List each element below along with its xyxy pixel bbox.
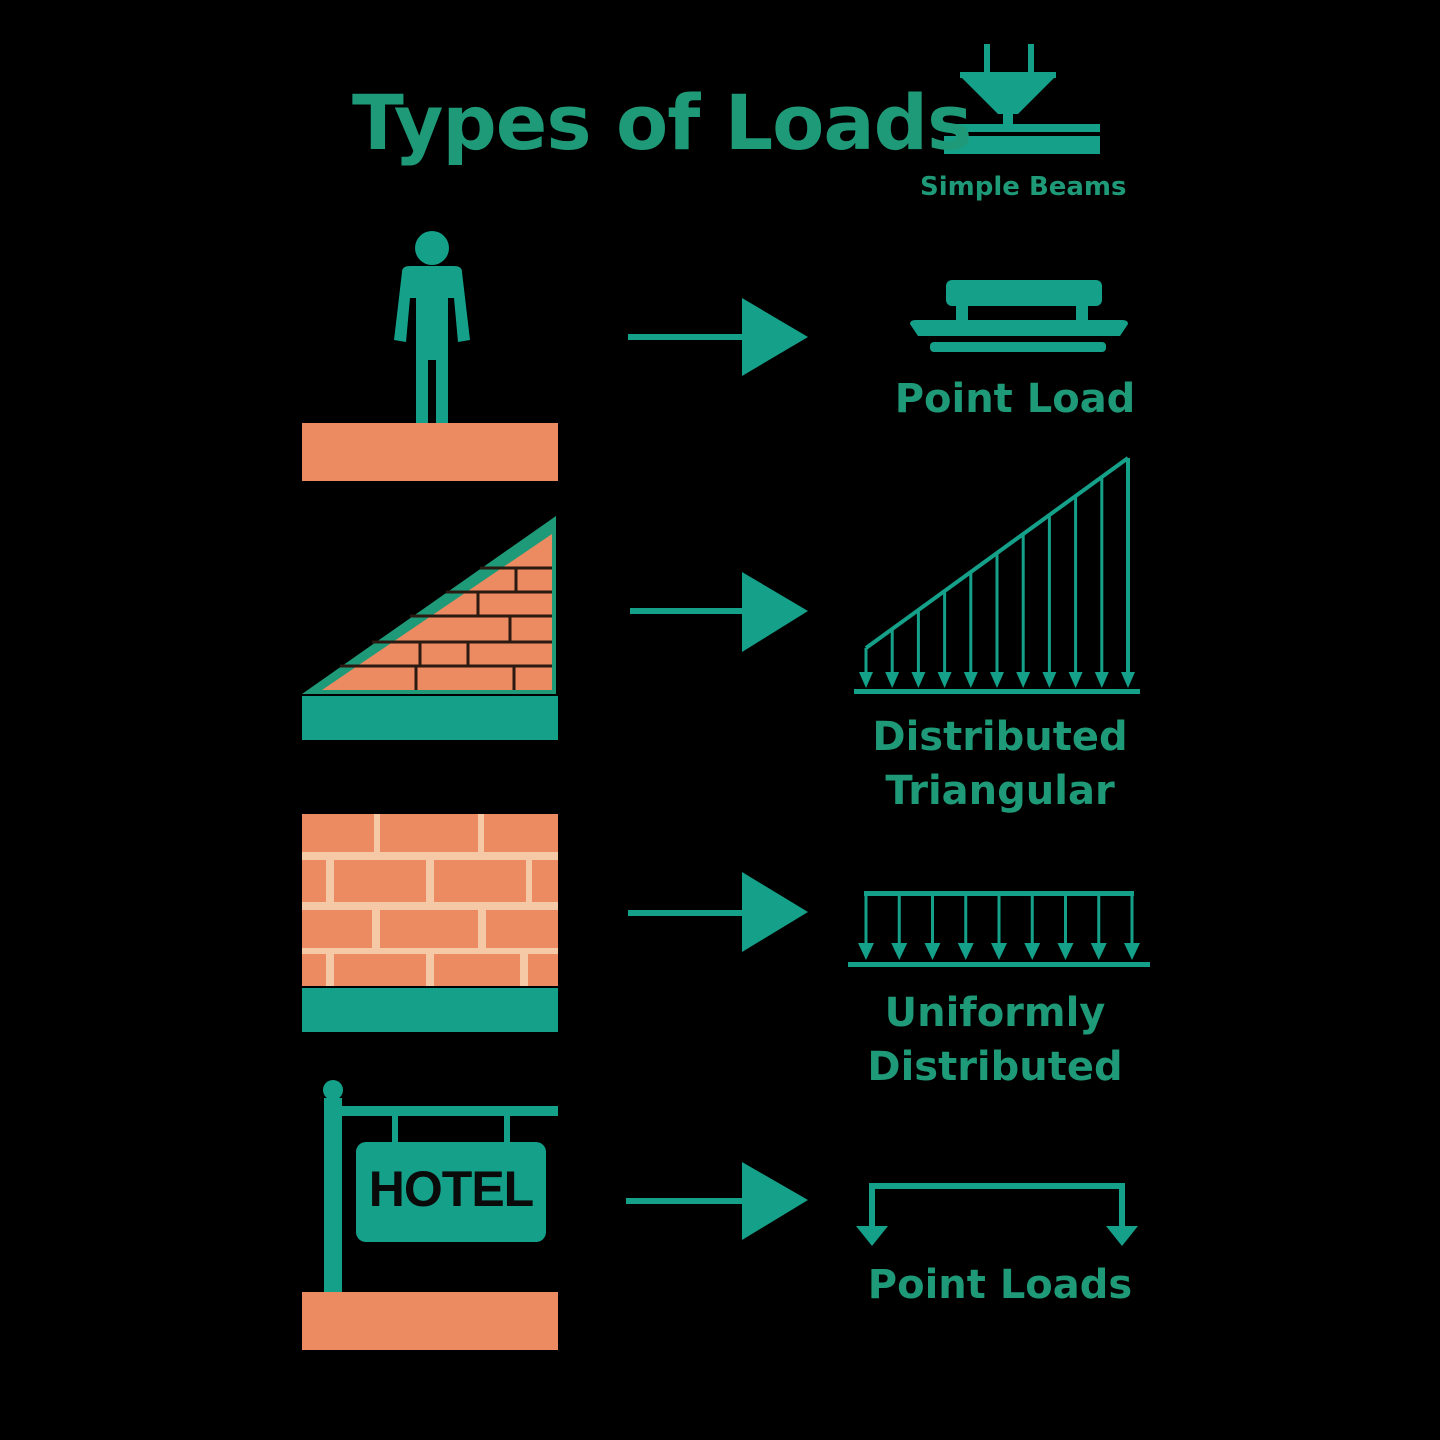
page-title: Types of Loads: [352, 78, 972, 167]
hotel-sign-text: HOTEL: [368, 1161, 534, 1217]
label-line: Point Load: [894, 376, 1136, 422]
label-point-load: Point Load: [880, 372, 1150, 426]
label-point-loads: Point Loads: [860, 1258, 1140, 1312]
simple-beam-header-icon: [944, 44, 1100, 154]
hanging-sign-icon: [302, 1080, 558, 1350]
label-line: Distributed: [872, 714, 1128, 760]
two-point-loads-icon: [856, 1183, 1138, 1246]
arrow-icon: [626, 1162, 808, 1240]
label-line: Distributed: [867, 1044, 1123, 1090]
label-line: Point Loads: [867, 1262, 1133, 1308]
uniform-distributed-load-icon: [848, 891, 1150, 967]
arrow-icon: [630, 572, 808, 652]
page-subtitle: Simple Beams: [920, 172, 1127, 202]
label-line: Triangular: [885, 768, 1115, 814]
point-load-beam-icon: [910, 280, 1128, 352]
arrow-icon: [628, 872, 808, 952]
triangular-brick-wall-icon: [302, 516, 558, 740]
arrow-icon: [628, 298, 808, 376]
label-distributed-triangular: Distributed Triangular: [860, 710, 1140, 818]
brick-wall-icon: [302, 814, 558, 1032]
person-on-slab-icon: [302, 231, 558, 481]
label-uniformly-distributed: Uniformly Distributed: [855, 986, 1135, 1094]
label-line: Uniformly: [884, 990, 1106, 1036]
triangular-distributed-load-icon: [854, 456, 1140, 694]
